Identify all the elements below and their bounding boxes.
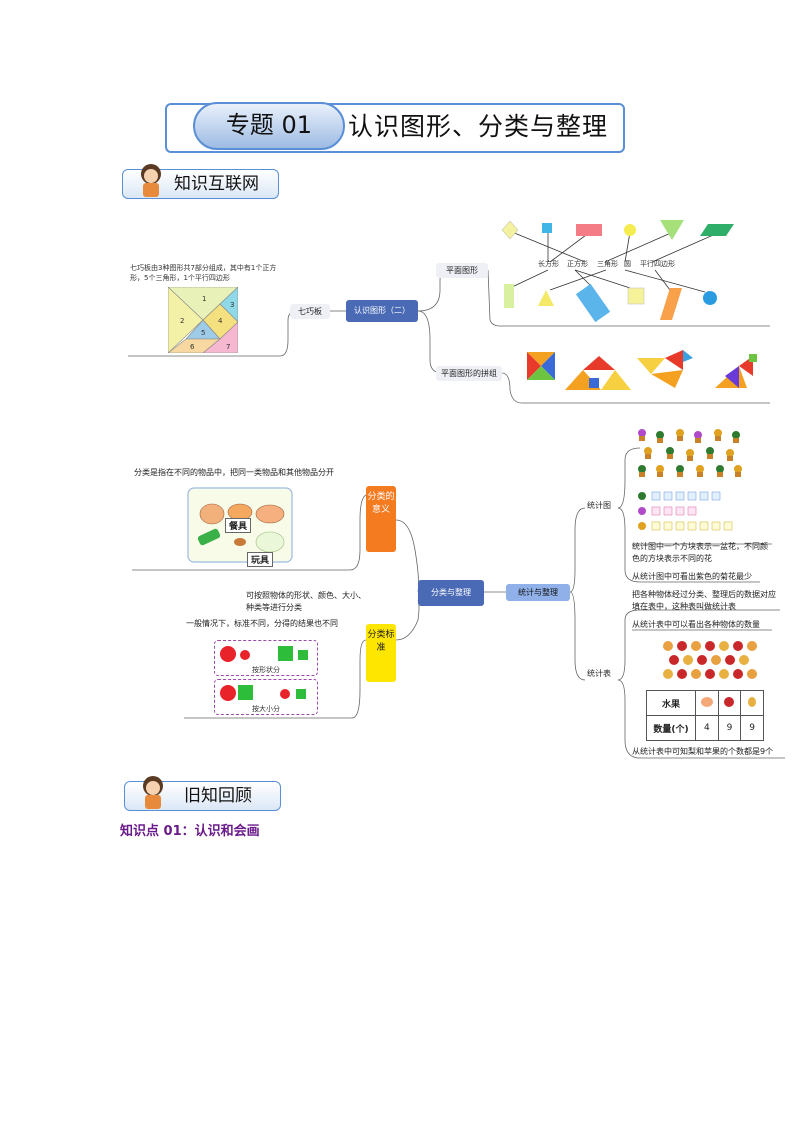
label-tableware: 餐具	[225, 518, 252, 533]
table-count-apple: 9	[717, 715, 742, 741]
node-statistics: 统计与整理	[506, 584, 570, 601]
chart-description-1: 统计图中一个方块表示一盆花，不同颜色的方块表示不同的花	[632, 542, 768, 563]
node-tangram: 七巧板	[290, 304, 330, 319]
table-icon-peach	[695, 690, 719, 716]
tiling-pictures	[527, 350, 757, 390]
node-plane-shapes: 平面图形	[436, 263, 488, 278]
table-row-count-label: 数量(个)	[646, 715, 696, 741]
knowledge-point-title: 知识点 01：认识和会画	[120, 824, 260, 839]
standard-description-1: 可按照物体的形状、颜色、大小、种类等进行分类	[246, 591, 366, 612]
shape-name-rectangle: 长方形	[538, 260, 559, 268]
chart-description-2: 从统计图中可看出紫色的菊花最少	[632, 572, 752, 581]
shape-name-parallelogram: 平行四边形	[640, 260, 675, 268]
node-shape-tiling: 平面图形的拼组	[436, 366, 502, 381]
topic-number: 专题 01	[225, 111, 313, 139]
svg-text:6: 6	[190, 343, 195, 351]
label-toys: 玩具	[247, 552, 274, 567]
node-classification-meaning: 分类的意义	[366, 486, 396, 552]
table-icon-apple	[717, 690, 742, 716]
node-stat-table: 统计表	[587, 669, 611, 678]
svg-text:3: 3	[230, 301, 234, 309]
page-title: 认识图形、分类与整理	[348, 112, 609, 141]
sort-by-shape-shapes	[220, 646, 308, 662]
sort-by-size-box	[214, 679, 318, 715]
shape-name-triangle: 三角形	[597, 260, 618, 268]
svg-text:7: 7	[226, 343, 230, 351]
sort-by-shape-label: 按形状分	[252, 666, 280, 674]
shapes-matching-illustration	[501, 220, 734, 323]
section-title-review: 旧知回顾	[184, 786, 252, 806]
table-icon-pear	[740, 690, 764, 716]
shape-name-circle: 圆	[624, 260, 631, 268]
fruits-pile-illustration	[663, 641, 757, 679]
tangram-square-illustration: 1 2 3 4 5 6 7	[168, 287, 238, 353]
table-description-2: 从统计表中可以看出各种物体的数量	[632, 620, 760, 629]
standard-description-2: 一般情况下，标准不同，分得的结果也不同	[186, 619, 338, 628]
table-head-fruit: 水果	[646, 690, 696, 716]
meaning-description: 分类是指在不同的物品中，把同一类物品和其他物品分开	[134, 468, 334, 477]
sort-by-size-shapes	[220, 685, 306, 701]
svg-text:1: 1	[202, 295, 206, 303]
tangram-description: 七巧板由3种图形共7部分组成，其中有1个正方形，5个三角形，1个平行四边形	[130, 264, 277, 282]
table-count-pear: 9	[740, 715, 764, 741]
node-sort-and-organize: 分类与整理	[418, 580, 484, 606]
sort-by-size-label: 按大小分	[252, 705, 280, 713]
flower-pots-illustration	[638, 429, 742, 477]
flower-block-chart	[638, 491, 733, 531]
shape-name-square: 正方形	[567, 260, 588, 268]
svg-text:4: 4	[218, 317, 223, 325]
sort-by-shape-box	[214, 640, 318, 676]
map2-connectors	[132, 447, 785, 759]
teacher-avatar-icon-2	[143, 776, 163, 809]
table-description-3: 从统计表中可知梨和苹果的个数都是9个	[632, 747, 774, 756]
node-classification-standard: 分类标准	[366, 624, 396, 682]
svg-text:2: 2	[180, 317, 184, 325]
title-pill	[193, 102, 345, 150]
teacher-avatar-icon	[141, 164, 161, 197]
table-description-1: 把各种物体经过分类、整理后的数据对应填在表中，这种表叫做统计表	[632, 590, 776, 611]
section-title-network: 知识互联网	[174, 174, 259, 194]
fruit-stat-table: 水果 数量(个) 4 9 9	[646, 690, 764, 741]
svg-text:5: 5	[201, 329, 205, 337]
table-count-peach: 4	[695, 715, 719, 741]
node-recognize-shapes: 认识图形（二）	[346, 300, 418, 322]
node-stat-chart: 统计图	[587, 501, 611, 510]
